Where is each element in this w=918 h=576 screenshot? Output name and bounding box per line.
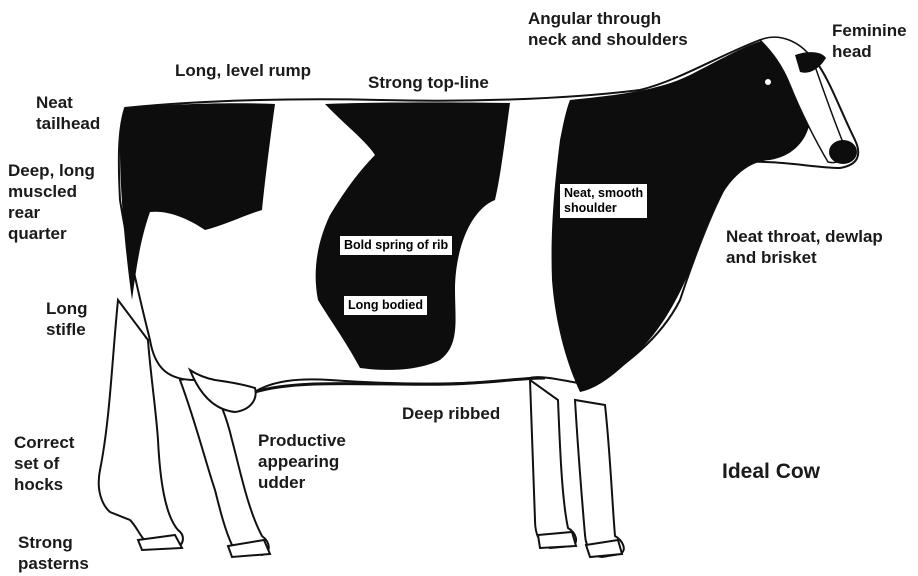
label-angular-neck: Angular through neck and shoulders [528,8,688,50]
label-udder: Productive appearing udder [258,430,346,493]
label-rear-quarter: Deep, long muscled rear quarter [8,160,95,244]
eye [765,79,771,85]
front-right-leg [575,400,624,557]
muzzle [829,140,857,164]
label-feminine-head: Feminine head [832,20,907,62]
page-title: Ideal Cow [722,460,820,484]
label-topline: Strong top-line [368,72,489,93]
label-long-bodied: Long bodied [344,296,427,315]
label-shoulder: Neat, smooth shoulder [560,184,647,218]
label-stifle: Long stifle [46,298,88,340]
hooves [138,532,622,557]
label-pasterns: Strong pasterns [18,532,89,574]
label-rib: Bold spring of rib [340,236,452,255]
label-deep-ribbed: Deep ribbed [402,403,500,424]
label-hocks: Correct set of hocks [14,432,74,495]
label-rump: Long, level rump [175,60,311,81]
label-throat-dewlap: Neat throat, dewlap and brisket [726,226,883,268]
front-left-leg [530,380,576,548]
label-tailhead: Neat tailhead [36,92,100,134]
hoof [538,532,576,548]
